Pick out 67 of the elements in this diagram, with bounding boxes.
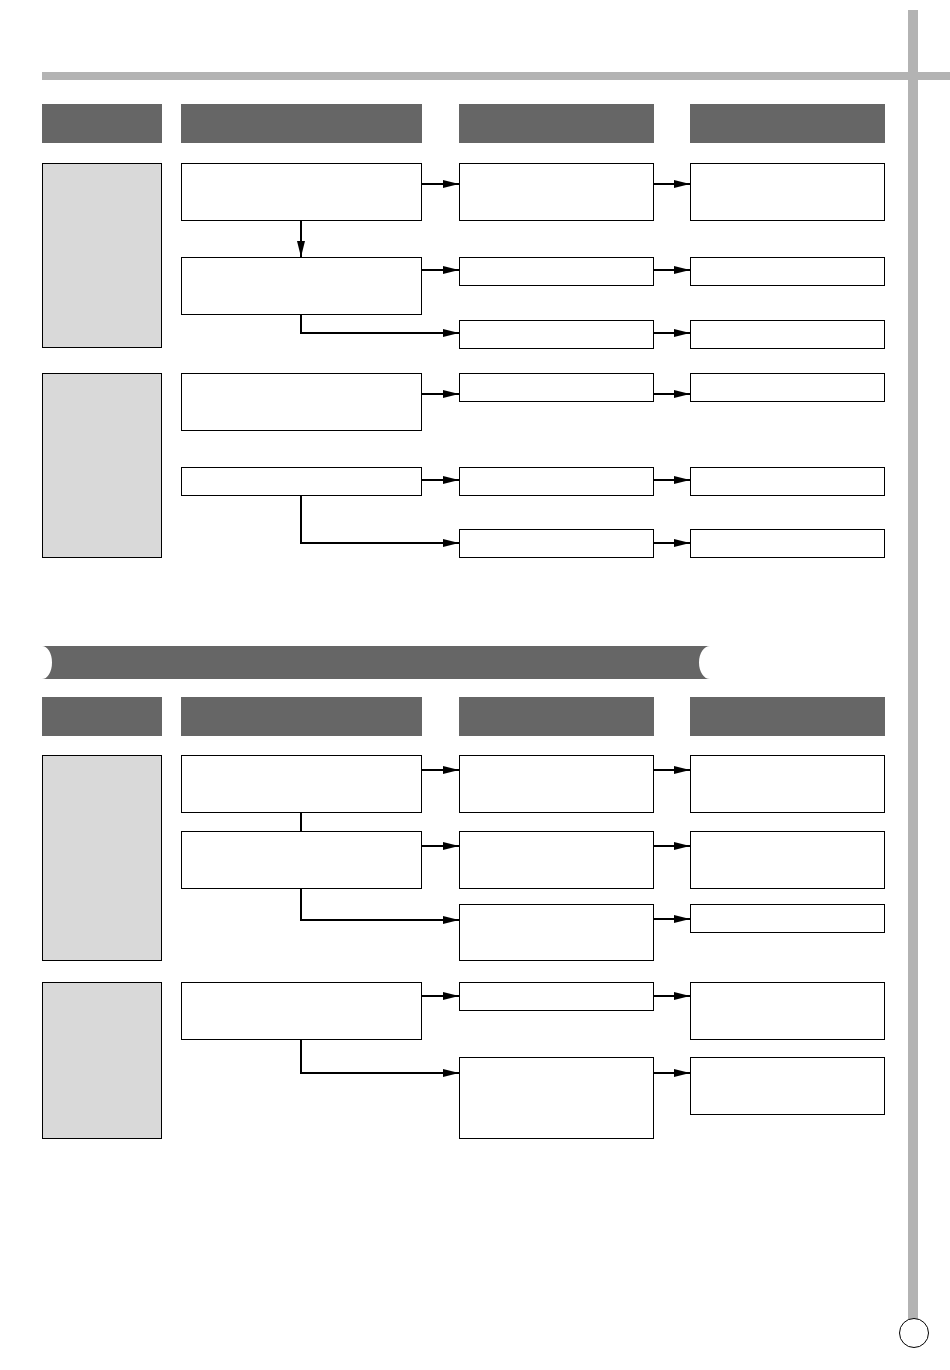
process-box [690, 163, 885, 221]
process-box [690, 1057, 885, 1115]
process-box [459, 529, 654, 558]
section-banner [42, 646, 710, 679]
arrow [300, 888, 460, 924]
process-box [181, 467, 422, 496]
process-box [690, 904, 885, 933]
process-box [459, 163, 654, 221]
process-box [690, 467, 885, 496]
column-header-bar [42, 104, 162, 143]
process-box [459, 257, 654, 286]
process-box [690, 529, 885, 558]
side-panel [42, 755, 162, 961]
process-box [690, 982, 885, 1040]
side-panel [42, 982, 162, 1139]
process-box [690, 373, 885, 402]
process-box [690, 831, 885, 889]
arrow [300, 1039, 460, 1077]
arrow [297, 220, 305, 258]
column-header-bar [690, 104, 885, 143]
process-box [459, 467, 654, 496]
arrow [653, 766, 691, 774]
process-box [459, 320, 654, 349]
process-box [181, 373, 422, 431]
process-box [181, 163, 422, 221]
column-header-bar [181, 697, 422, 736]
process-box [459, 755, 654, 813]
process-box [459, 982, 654, 1011]
process-box [690, 320, 885, 349]
arrow [653, 476, 691, 484]
process-box [459, 373, 654, 402]
column-header-bar [690, 697, 885, 736]
arrow [421, 766, 460, 774]
side-panel [42, 163, 162, 348]
arrow [653, 539, 691, 547]
arrow [653, 842, 691, 850]
connector-line [300, 812, 302, 832]
side-panel [42, 373, 162, 558]
arrow [421, 180, 460, 188]
column-header-bar [181, 104, 422, 143]
process-box [181, 257, 422, 315]
column-header-bar [459, 104, 654, 143]
process-box [181, 982, 422, 1040]
arrow [300, 495, 460, 547]
process-box [459, 1057, 654, 1139]
page-number-circle [899, 1318, 929, 1348]
arrow [300, 314, 460, 337]
arrow [421, 476, 460, 484]
process-box [459, 831, 654, 889]
arrow [653, 266, 691, 274]
arrow [653, 992, 691, 1000]
process-box [690, 257, 885, 286]
column-header-bar [42, 697, 162, 736]
arrow [653, 329, 691, 337]
process-box [181, 831, 422, 889]
process-box [690, 755, 885, 813]
column-header-bar [459, 697, 654, 736]
process-box [459, 904, 654, 961]
arrow [653, 915, 691, 923]
arrow [421, 390, 460, 398]
arrow [421, 842, 460, 850]
process-box [181, 755, 422, 813]
arrow [421, 266, 460, 274]
arrow [653, 1069, 691, 1077]
arrow [421, 992, 460, 1000]
arrow [653, 180, 691, 188]
arrow [653, 390, 691, 398]
